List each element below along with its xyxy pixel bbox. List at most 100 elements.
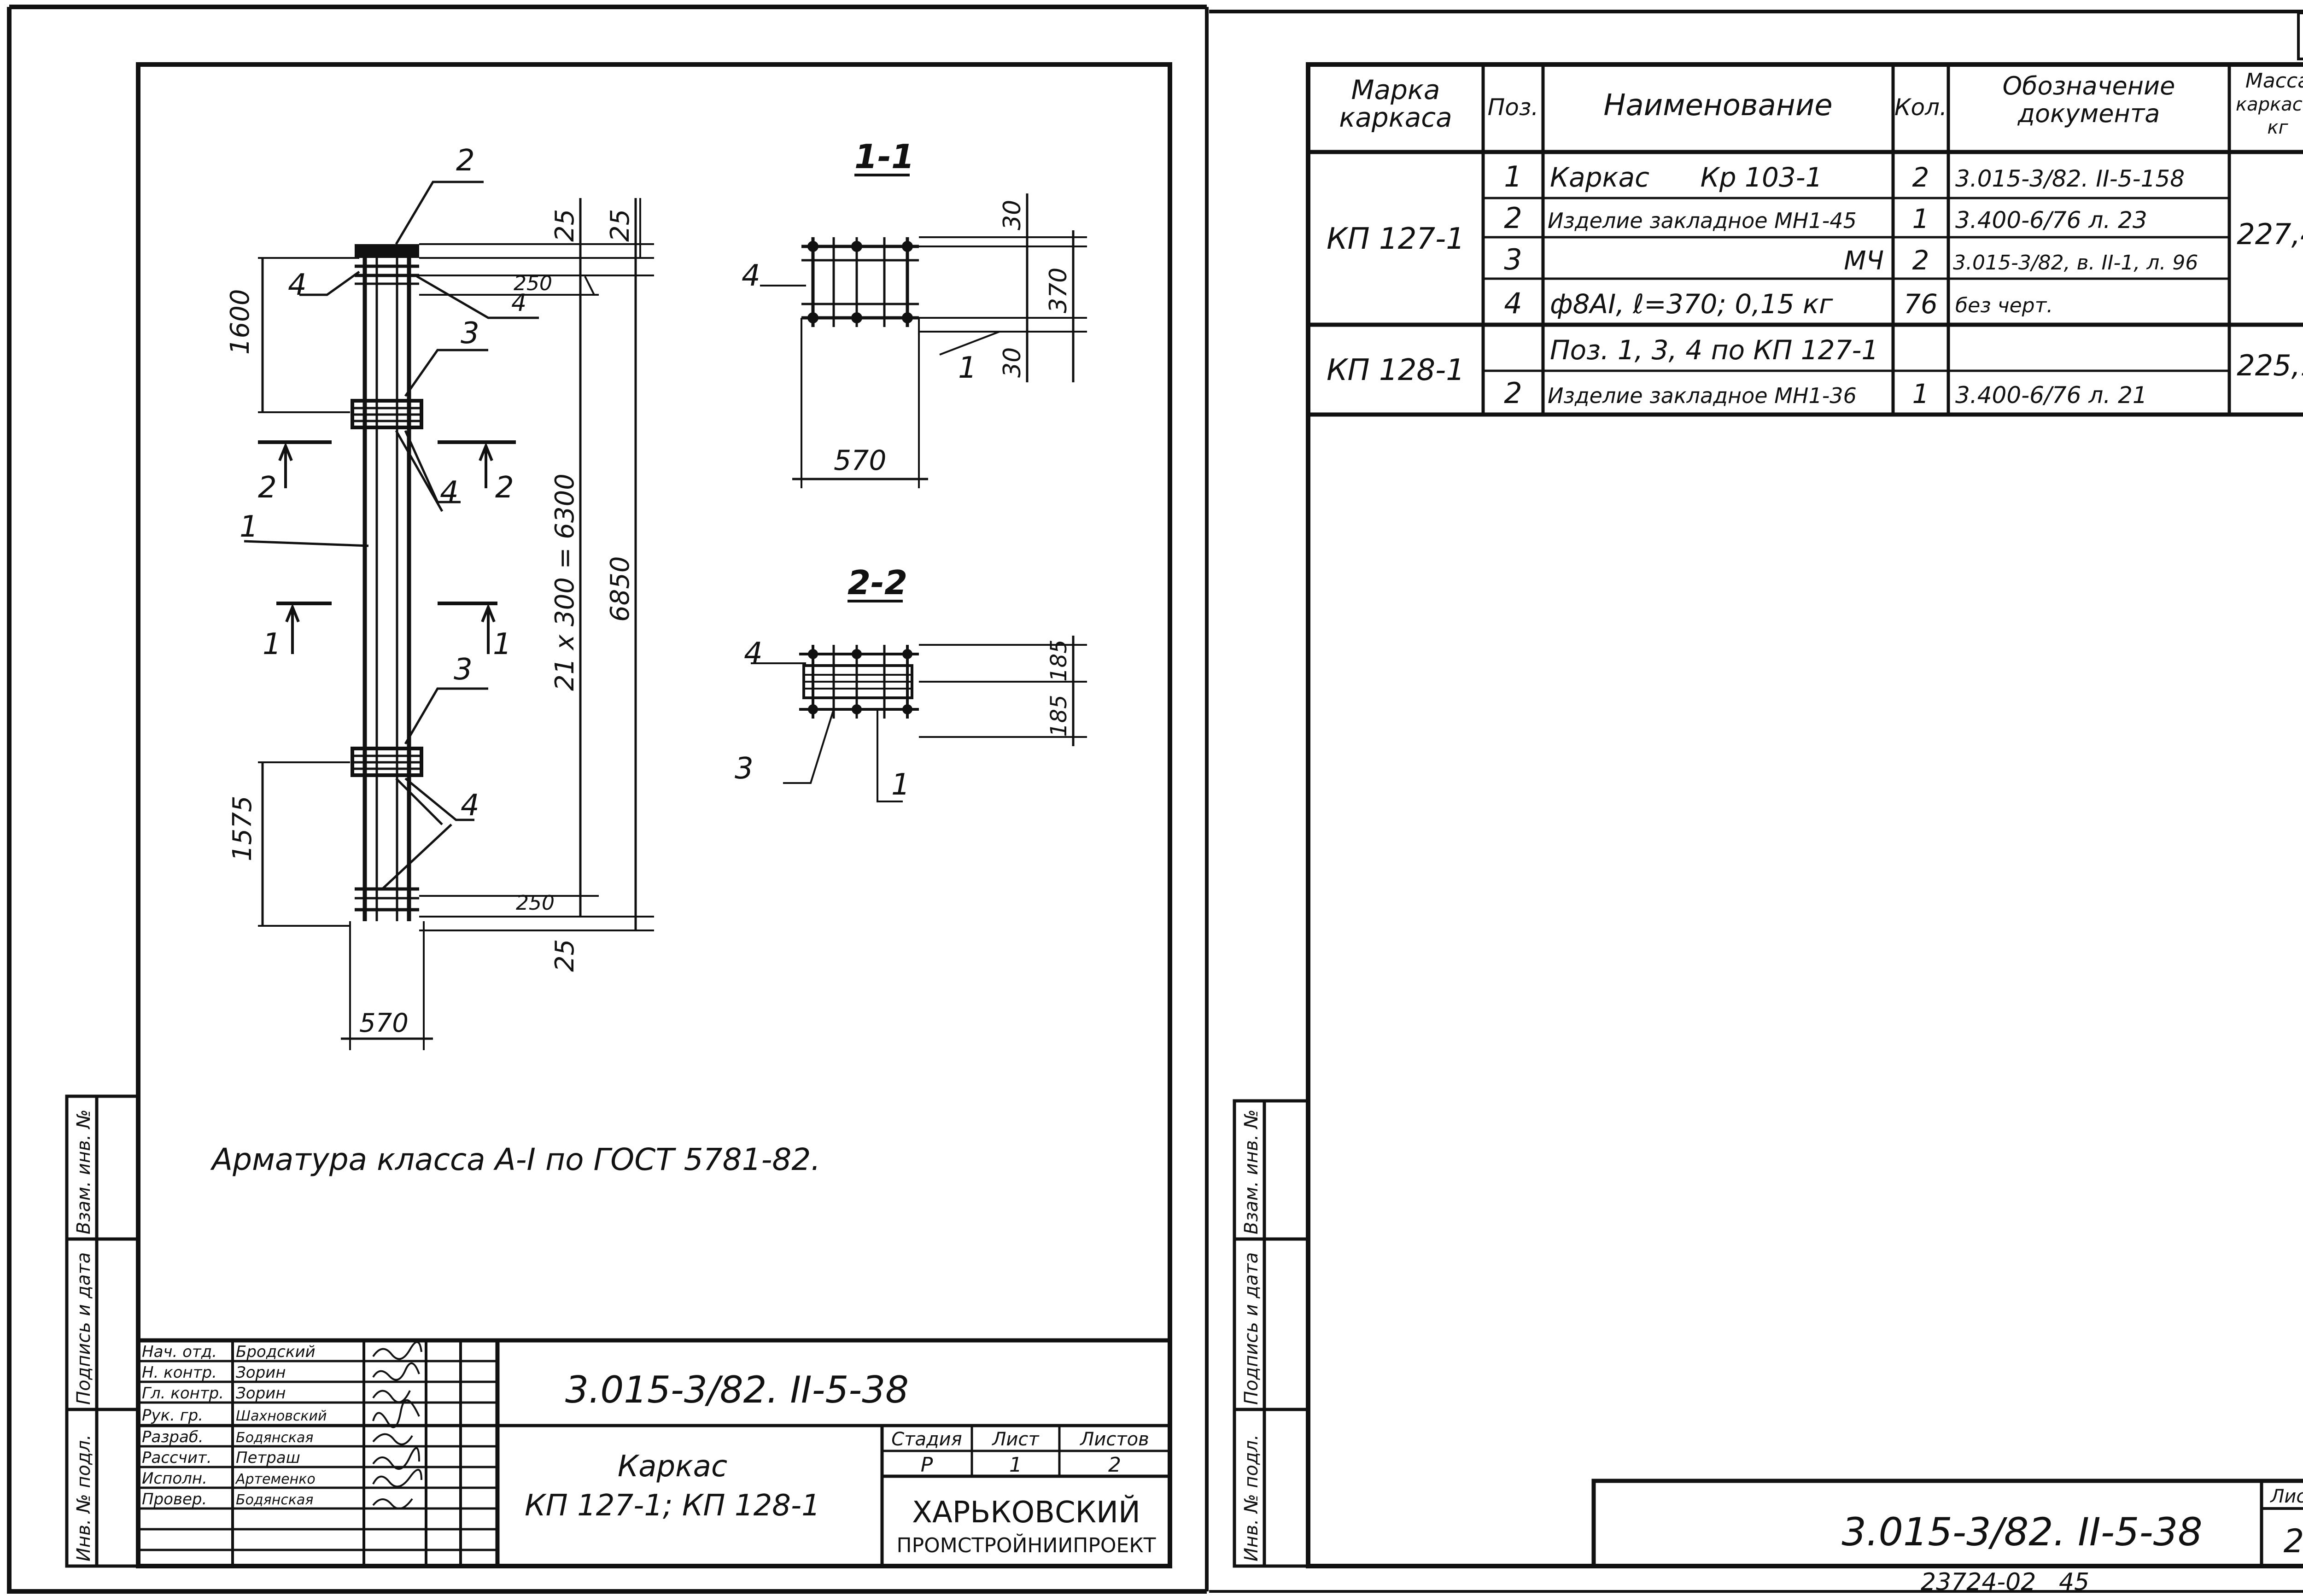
s22-dim-185-a: 185	[1046, 639, 1072, 682]
row-qty: 1	[1912, 378, 1929, 409]
page-number-box	[2297, 12, 2303, 60]
sheets-header: Листов	[1079, 1429, 1149, 1450]
sheet-value: 1	[1009, 1453, 1022, 1477]
header-pos: Поз.	[1488, 94, 1539, 121]
right-sheet: Взам. инв. № Подпись и дата Инв. № подл.…	[1233, 62, 2303, 1596]
dim-span: 21 x 300 = 6300	[550, 474, 580, 691]
header-mass-3: кг	[2267, 117, 2288, 138]
row-name: ф8АI, ℓ=370; 0,15 кг	[1550, 288, 1833, 320]
s22-dim-185-b: 185	[1046, 695, 1072, 737]
row-qty: 2	[1912, 245, 1929, 276]
dim-6850: 6850	[605, 556, 635, 622]
cut-2-right: 2	[495, 471, 514, 505]
stage-header: Стадия	[891, 1429, 962, 1450]
name-3: Шахновский	[236, 1408, 327, 1424]
s22-callout-3: 3	[735, 752, 754, 786]
callout-lower-4: 4	[461, 789, 479, 823]
row-pos: 4	[1504, 286, 1522, 320]
s22-callout-1: 1	[891, 768, 910, 802]
table-row: 2 Изделие закладное МН1-45 1 3.400-6/76 …	[1504, 201, 2147, 235]
s11-dim-30-top: 30	[999, 200, 1026, 230]
section-1-1-labels: 1-1 4 1 30 370 30 570	[742, 137, 1072, 477]
left-side-stamp	[65, 1094, 140, 1568]
right-side-stamp-swap: Взам. инв. №	[1241, 1109, 1262, 1234]
page-borders	[7, 5, 2303, 1594]
role-6: Исполн.	[142, 1469, 207, 1488]
group-2-mark: КП 128-1	[1327, 353, 1465, 387]
right-side-stamp-inv: Инв. № подл.	[1241, 1434, 1262, 1561]
s11-dim-370: 370	[1045, 268, 1072, 313]
left-title-line1: Каркас	[618, 1450, 727, 1484]
row-doc: 3.015-3/82, в. II-1, л. 96	[1953, 251, 2198, 275]
dim-1600: 1600	[225, 289, 255, 355]
cut-2-left: 2	[258, 471, 277, 505]
org-line2: ПРОМСТРОЙНИИПРОЕКТ	[897, 1533, 1156, 1557]
role-4: Разраб.	[142, 1428, 204, 1446]
name-5: Петраш	[236, 1449, 300, 1467]
row-doc: без черт.	[1955, 294, 2053, 317]
dim-1575: 1575	[228, 795, 257, 861]
left-side-stamp-inv: Инв. № подл.	[73, 1434, 94, 1561]
right-sheet-header: Лист	[2269, 1486, 2303, 1507]
role-2: Гл. контр.	[142, 1384, 224, 1403]
row-name: МЧ	[1844, 246, 1884, 276]
group-1-mark: КП 127-1	[1327, 222, 1465, 256]
left-sheet: Взам. инв. № Подпись и дата Инв. № подл.	[65, 62, 1172, 1568]
header-mass-1: Масса	[2245, 69, 2303, 93]
role-7: Провер.	[142, 1490, 207, 1508]
name-1: Зорин	[236, 1363, 286, 1382]
name-2: Зорин	[236, 1384, 286, 1403]
spec-table-header: Марка каркаса Поз. Наименование Кол. Обо…	[1339, 69, 2303, 138]
right-side-stamp-sign: Подпись и дата	[1241, 1252, 1262, 1405]
role-5: Рассчит.	[142, 1449, 212, 1467]
name-4: Бодянская	[236, 1430, 313, 1446]
section-2-2-labels: 2-2 4 3 1 185 185	[735, 563, 1072, 802]
callout-top-2: 2	[456, 144, 475, 178]
sheets-value: 2	[1108, 1453, 1121, 1477]
group-1-mass: 227,4	[2237, 217, 2303, 251]
dim-25-bot: 25	[550, 939, 580, 972]
table-row: 3 МЧ 2 3.015-3/82, в. II-1, л. 96	[1504, 243, 2198, 276]
row-doc: 3.015-3/82. II-5-158	[1955, 165, 2185, 192]
header-qty: Кол.	[1894, 94, 1947, 121]
right-doc-code: 3.015-3/82. II-5-38	[1841, 1509, 2202, 1555]
names-column: Бродский Зорин Зорин Шахновский Бодянска…	[235, 1343, 327, 1508]
callout-lower-3: 3	[454, 653, 473, 687]
sheet-header: Лист	[991, 1429, 1040, 1450]
row-qty: 1	[1912, 203, 1929, 234]
left-title-line2: КП 127-1; КП 128-1	[525, 1489, 820, 1523]
s11-dim-30-bot: 30	[999, 347, 1026, 378]
callout-top-4-left: 4	[288, 268, 307, 302]
row-name: Изделие закладное МН1-36	[1548, 383, 1857, 408]
row-qty: 2	[1912, 162, 1929, 193]
row-doc: 3.400-6/76 л. 23	[1955, 207, 2147, 234]
spec-table-body: КП 127-1 227,4 1 Каркас Кр 103-1 2 3.015…	[1327, 160, 2303, 410]
s22-callout-4: 4	[744, 637, 763, 671]
dim-250-bot: 250	[516, 891, 555, 915]
name-6: Артеменко	[235, 1471, 316, 1487]
row-pos: 2	[1504, 201, 1522, 235]
name-7: Бодянская	[236, 1492, 313, 1508]
s11-dim-570: 570	[834, 444, 887, 477]
header-mark-2: каркаса	[1339, 102, 1452, 133]
right-stamp	[1591, 1479, 2303, 1568]
name-0: Бродский	[236, 1343, 316, 1361]
row-name: Изделие закладное МН1-45	[1548, 208, 1857, 233]
row-qty: 76	[1904, 288, 1938, 320]
header-doc-1: Обозначение	[2003, 71, 2175, 100]
signatures	[372, 1341, 422, 1509]
s11-callout-4: 4	[742, 259, 760, 293]
right-side-stamp	[1233, 1099, 1310, 1568]
callout-mid-3: 3	[461, 316, 479, 351]
header-name: Наименование	[1603, 88, 1832, 123]
section-2-2-title: 2-2	[848, 563, 907, 602]
left-doc-code: 3.015-3/82. II-5-38	[565, 1368, 909, 1411]
dim-570-bot: 570	[359, 1008, 409, 1038]
role-3: Рук. гр.	[142, 1406, 203, 1425]
dim-25-b: 25	[605, 209, 635, 242]
roles-column: Нач. отд. Н. контр. Гл. контр. Рук. гр. …	[142, 1343, 224, 1508]
org-line1: ХАРЬКОВСКИЙ	[912, 1495, 1140, 1530]
elevation-dimensions: 25 25 250 1600 21 x 300 = 6300 6850 1575…	[225, 209, 635, 1038]
left-side-stamp-swap: Взам. инв. №	[73, 1109, 94, 1234]
row-pos: 3	[1504, 243, 1522, 276]
